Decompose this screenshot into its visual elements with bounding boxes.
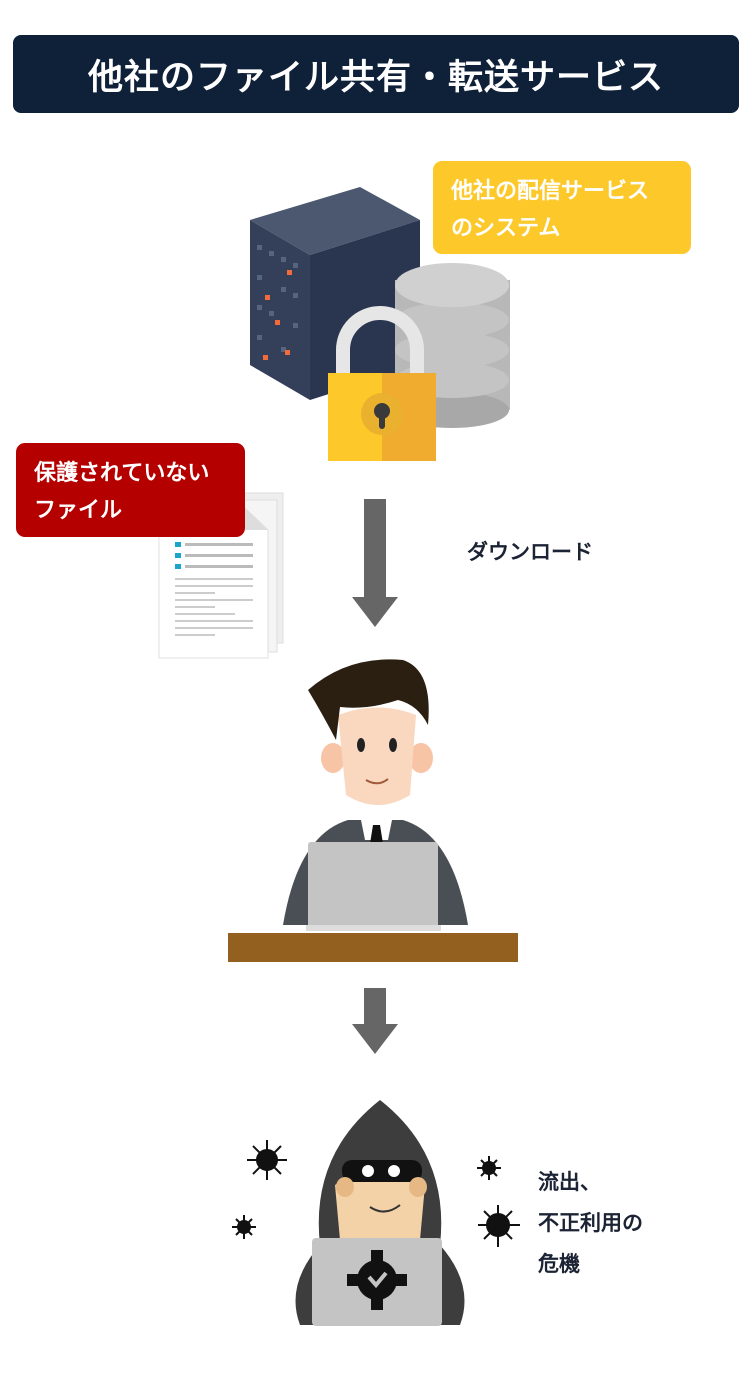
hacker-illustration (232, 1100, 520, 1326)
padlock-icon (328, 306, 436, 461)
page-title-text: 他社のファイル共有・転送サービス (87, 57, 664, 98)
user-at-laptop-illustration (228, 659, 518, 962)
unprotected-file-label: 保護されていない ファイル (16, 443, 245, 537)
system-label-line: 他社の配信サービス (451, 179, 650, 204)
risk-caption-line: 流出、 (538, 1170, 601, 1194)
arrow-down-icon (352, 988, 398, 1054)
server-illustration (250, 187, 510, 461)
malware-gear-icon (347, 1250, 407, 1310)
risk-caption-line: 危機 (538, 1252, 580, 1276)
risk-caption-line: 不正利用の (538, 1211, 643, 1235)
system-label: 他社の配信サービス のシステム (433, 161, 691, 254)
risk-caption: 流出、 不正利用の 危機 (538, 1162, 643, 1285)
download-caption: ダウンロード (467, 540, 593, 564)
unprotected-label-line: ファイル (34, 498, 123, 523)
virus-icon (232, 1140, 520, 1247)
page-title: 他社のファイル共有・転送サービス (13, 35, 739, 113)
arrow-down-icon (352, 499, 398, 627)
system-label-line: のシステム (451, 216, 561, 241)
unprotected-label-line: 保護されていない (34, 461, 210, 486)
